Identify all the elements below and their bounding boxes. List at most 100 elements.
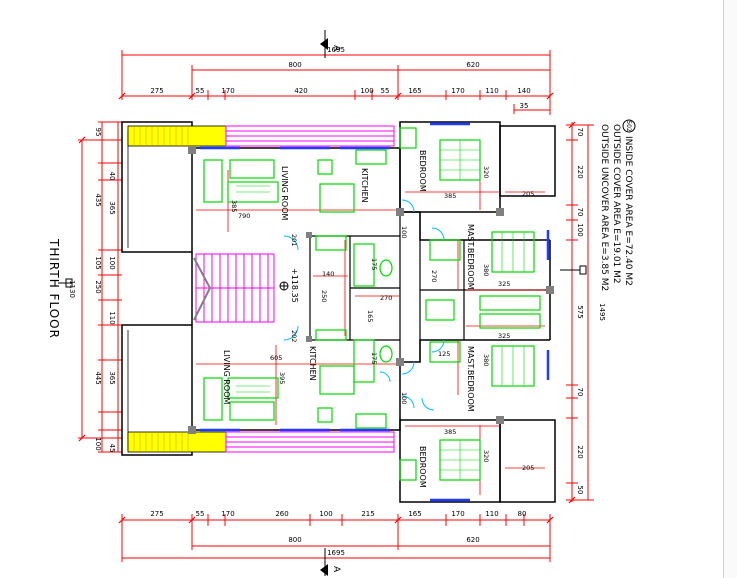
- dim-380-bottom: 380: [482, 354, 490, 366]
- dim-35-top: 35: [520, 102, 529, 110]
- dim-575-right: 575: [576, 305, 584, 318]
- dim-100b-left: 100: [94, 437, 102, 450]
- label-living-room-bottom: LIVING ROOM: [222, 350, 231, 405]
- dim-1495-right: 1495: [598, 303, 606, 321]
- dim-365b-left: 365: [108, 371, 116, 384]
- dim-50-right: 50: [576, 486, 584, 495]
- floor-title: THIRTH FLOOR: [47, 238, 61, 339]
- dim-605: 605: [270, 354, 282, 362]
- dim-125: 125: [438, 350, 450, 358]
- dim-170-bottom: 170: [221, 510, 234, 518]
- section-arrow-top: A: [320, 30, 341, 58]
- dim-275-bottom: 275: [150, 510, 163, 518]
- dim-320-bottom: 320: [482, 450, 490, 462]
- dim-100-right: 100: [576, 223, 584, 236]
- dim-620-bottom: 620: [466, 536, 479, 544]
- dim-220b-right: 220: [576, 445, 584, 458]
- dim-70b-right: 70: [576, 208, 584, 217]
- dim-100-hall-bottom: 100: [400, 392, 408, 404]
- dim-165-bottom: 165: [408, 510, 421, 518]
- dim-320-top: 320: [482, 166, 490, 178]
- railing-magenta: [225, 125, 395, 453]
- area-outside-uncover: OUTSIDE UNCOVER AREA E=3.85 M2: [599, 124, 609, 291]
- dim-165-corridor: 165: [366, 310, 374, 322]
- doors: [283, 199, 445, 411]
- dim-202: 202: [290, 330, 298, 342]
- dim-170b-bottom: 170: [451, 510, 464, 518]
- dim-100-top: 100: [360, 87, 373, 95]
- dim-45-left: 45: [108, 444, 116, 453]
- dim-170-top: 170: [221, 87, 234, 95]
- dim-55b-top: 55: [381, 87, 390, 95]
- section-label-top: A: [331, 45, 341, 52]
- dim-70-right: 70: [576, 128, 584, 137]
- dim-205-bottom: 205: [522, 464, 534, 472]
- dim-110-top: 110: [485, 87, 498, 95]
- dim-260-bottom: 260: [275, 510, 288, 518]
- dim-250-kitchen: 250: [320, 290, 328, 302]
- dim-165-top: 165: [408, 87, 421, 95]
- columns: [188, 146, 554, 434]
- dim-435-left: 435: [94, 193, 102, 206]
- label-bedroom-bottom: BEDROOM: [418, 446, 427, 488]
- furniture: [203, 127, 541, 481]
- dim-40-left: 40: [108, 172, 116, 181]
- area-note: 502 INSIDE COVER AREA E=72.40 M2 OUTSIDE…: [599, 119, 636, 291]
- unit-number: 502: [625, 120, 632, 132]
- dim-325-top: 325: [498, 280, 510, 288]
- balcony-top: [127, 125, 227, 147]
- right-dimensions: [566, 122, 594, 502]
- dim-55-top: 55: [196, 87, 205, 95]
- dim-325-bottom: 325: [498, 332, 510, 340]
- area-outside-cover: OUTSIDE COVER AREA E=19.01 M2: [611, 124, 621, 284]
- dim-total-top: 1695: [327, 46, 345, 54]
- dim-270-corridor: 270: [380, 294, 392, 302]
- vertical-scrollbar[interactable]: [723, 0, 737, 578]
- dim-total-bottom: 1695: [327, 549, 345, 557]
- balcony-bottom: [127, 431, 227, 453]
- dim-385-bed-top: 385: [444, 192, 456, 200]
- dim-100-bottom: 100: [319, 510, 332, 518]
- label-kitchen-bottom: KITCHEN: [308, 346, 317, 381]
- dim-95-left: 95: [94, 128, 102, 137]
- left-axis-mark: [58, 278, 73, 288]
- left-dimensions: [78, 121, 122, 453]
- area-inside-cover: INSIDE COVER AREA E=72.40 M2: [623, 136, 633, 286]
- bed-patterns: [236, 140, 525, 480]
- dim-385-living: 385: [230, 200, 238, 212]
- windows: [200, 122, 550, 502]
- dim-395: 395: [278, 372, 286, 384]
- dim-250-left: 250: [94, 280, 102, 293]
- dim-445-left: 445: [94, 371, 102, 384]
- dim-55-bottom: 55: [196, 510, 205, 518]
- stair-landing: [193, 257, 212, 321]
- dim-270-ensuite: 270: [430, 270, 438, 282]
- dim-385-bed-bottom: 385: [444, 428, 456, 436]
- dim-140-kitchen: 140: [322, 270, 334, 278]
- dim-365-left: 365: [108, 201, 116, 214]
- dim-175-bath-top: 175: [370, 258, 378, 270]
- label-living-room-top: LIVING ROOM: [280, 166, 289, 221]
- dim-170b-top: 170: [451, 87, 464, 95]
- section-label-bottom: A: [331, 566, 341, 573]
- dim-380-top: 380: [482, 264, 490, 276]
- label-bedroom-top: BEDROOM: [418, 150, 427, 192]
- dim-205-top: 205: [522, 190, 534, 198]
- dim-420-top: 420: [294, 87, 307, 95]
- label-master-bedroom-top: MAST.BEDROOM: [466, 224, 475, 290]
- dim-220-right: 220: [576, 165, 584, 178]
- dim-80-bottom: 80: [518, 510, 527, 518]
- label-kitchen-top: KITCHEN: [360, 168, 369, 203]
- dim-110-bottom: 110: [485, 510, 498, 518]
- top-dimensions: [121, 50, 551, 115]
- dim-105-left: 105: [94, 256, 102, 269]
- section-arrow-bottom: A: [320, 548, 341, 576]
- right-axis-mark: [560, 265, 587, 275]
- level-mark: +118.35: [290, 268, 299, 303]
- bottom-dimensions: [121, 514, 551, 562]
- dim-60-right: 70: [576, 388, 584, 397]
- dim-790: 790: [238, 212, 250, 220]
- dim-175-bath-bottom: 175: [370, 352, 378, 364]
- label-master-bedroom-bottom: MAST.BEDROOM: [466, 346, 475, 412]
